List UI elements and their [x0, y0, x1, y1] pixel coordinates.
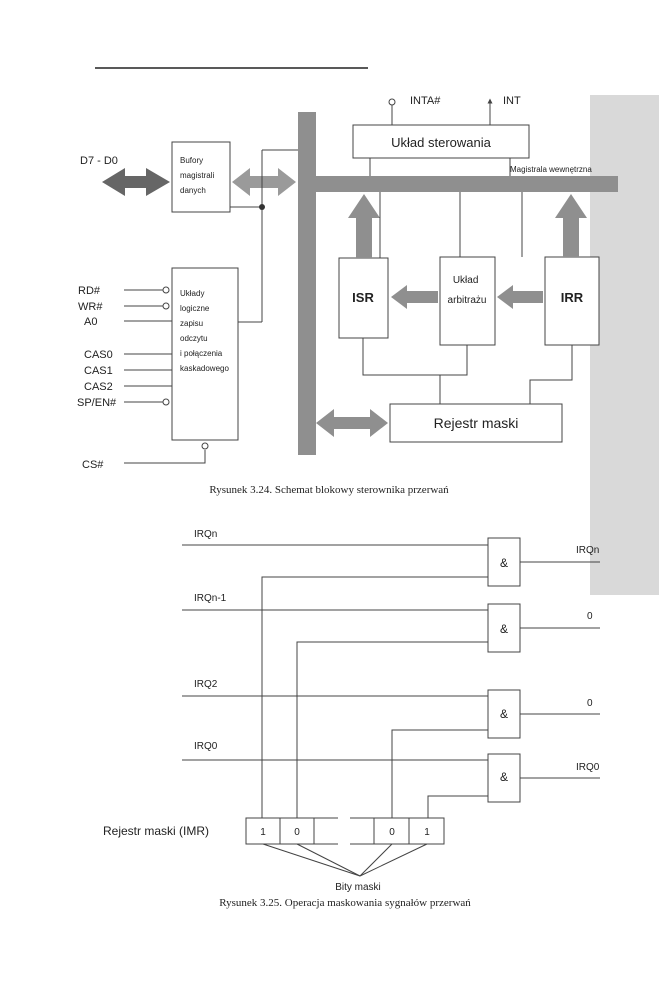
gate-output-label: IRQn: [576, 545, 599, 556]
input-label-cas0: CAS0: [84, 349, 113, 361]
logic-label-line: zapisu: [180, 319, 203, 328]
arbiter-label: Układ arbitrażu: [448, 275, 487, 306]
mask-bit-value: 0: [389, 827, 395, 838]
irr-block: [544, 256, 600, 346]
irq-input-label: IRQ2: [194, 679, 218, 690]
logic-label-line: i połączenia: [180, 349, 223, 358]
buffers-label-line: magistrali: [180, 171, 214, 180]
irq-input-label: IRQ0: [194, 741, 218, 752]
buffers-block: [171, 141, 231, 213]
mask-bit-line: [391, 729, 488, 818]
mask-bit-value: 1: [260, 827, 266, 838]
inta-label: INTA#: [410, 95, 441, 107]
logic-label-line: odczytu: [180, 334, 208, 343]
and-gate-label: &: [500, 770, 508, 784]
gate-output-label: 0: [587, 611, 593, 622]
inversion-bubble: [162, 302, 170, 310]
gate-output-label: IRQ0: [576, 762, 600, 773]
inversion-bubble: [162, 286, 170, 294]
and-gate-label: &: [500, 622, 508, 636]
page-edge-shadow: [590, 95, 659, 595]
imr-label: Rejestr maski (IMR): [103, 824, 209, 838]
mask-bit-line: [261, 576, 488, 818]
mask-bit-line: [296, 641, 488, 818]
connector: [362, 338, 441, 404]
cs-bubble: [201, 442, 209, 450]
mask-bit-line: [427, 795, 488, 818]
logic-label-line: logiczne: [180, 304, 210, 313]
logic-label: Układy logiczne zapisu odczytu i połącze…: [180, 289, 229, 373]
input-label-a0: A0: [84, 316, 97, 328]
arbiter-block: [439, 256, 496, 346]
buffers-label-line: danych: [180, 186, 206, 195]
irq-input-label: IRQn: [194, 529, 217, 540]
vertical-bus: [298, 112, 316, 455]
bits-label: Bity maski: [335, 882, 381, 893]
bits-pointer-line: [359, 843, 428, 877]
bits-pointer-line: [262, 843, 361, 877]
figure1-caption: Rysunek 3.24. Schemat blokowy sterownika…: [209, 484, 449, 496]
control-block-label: Układ sterowania: [391, 135, 491, 150]
arbiter-isr-arrow: [391, 285, 438, 309]
figure2-caption: Rysunek 3.25. Operacja maskowania sygnał…: [219, 897, 471, 909]
inta-bubble: [388, 98, 396, 106]
inversion-bubble: [162, 398, 170, 406]
mask-bus-arrow: [316, 409, 388, 437]
input-label-cas1: CAS1: [84, 365, 113, 377]
and-gate-label: &: [500, 707, 508, 721]
control-block: [352, 124, 530, 159]
and-gate-label: &: [500, 556, 508, 570]
input-label-cas2: CAS2: [84, 381, 113, 393]
input-label-rd: RD#: [78, 285, 101, 297]
irr-label: IRR: [561, 290, 584, 305]
buffers-label: Bufory magistrali danych: [180, 156, 216, 195]
mask-register-block: [389, 403, 563, 443]
connector: [529, 345, 573, 404]
internal-bus: [298, 176, 618, 192]
isr-label: ISR: [352, 290, 374, 305]
mask-bit-value: 1: [424, 827, 430, 838]
buffers-bus-arrow: [232, 168, 296, 196]
irq-input-label: IRQn-1: [194, 593, 227, 604]
data-bus-label: D7 - D0: [80, 155, 118, 167]
arbiter-label-line: Układ: [453, 275, 479, 286]
logic-label-line: kaskadowego: [180, 364, 229, 373]
and-gate: [487, 537, 521, 587]
irr-bus-arrow: [555, 194, 587, 257]
logic-inputs: RD# WR# A0 CAS0 CAS1 CAS2 SP/EN#: [77, 285, 172, 409]
arbiter-label-line: arbitrażu: [448, 295, 487, 306]
bits-pointer-line: [296, 843, 361, 877]
bits-pointer-line: [359, 843, 393, 877]
input-label-wr: WR#: [78, 301, 103, 313]
and-gate: [487, 753, 521, 803]
input-label-spen: SP/EN#: [77, 397, 117, 409]
internal-bus-label: Magistrala wewnętrzna: [510, 165, 592, 174]
irr-arbiter-arrow: [497, 285, 543, 309]
mask-bit-value: 0: [294, 827, 300, 838]
isr-block: [338, 257, 389, 339]
gate-output-label: 0: [587, 698, 593, 709]
cs-label: CS#: [82, 459, 104, 471]
block-diagram: Magistrala wewnętrzna Układ sterowania I…: [77, 95, 618, 471]
junction-dot: [259, 204, 265, 210]
int-label: INT: [503, 95, 521, 107]
mask-register-label: Rejestr maski: [434, 415, 519, 431]
logic-label-line: Układy: [180, 289, 204, 298]
data-bus-arrow: [102, 168, 170, 196]
masking-diagram: IRQn IRQn-1 IRQ2 IRQ0 & & & & IRQn 0 0 I…: [103, 529, 600, 893]
isr-bus-arrow: [348, 194, 380, 258]
cs-line: [124, 450, 206, 464]
connector: [440, 345, 468, 376]
buffers-label-line: Bufory: [180, 156, 203, 165]
and-gate: [487, 689, 521, 739]
